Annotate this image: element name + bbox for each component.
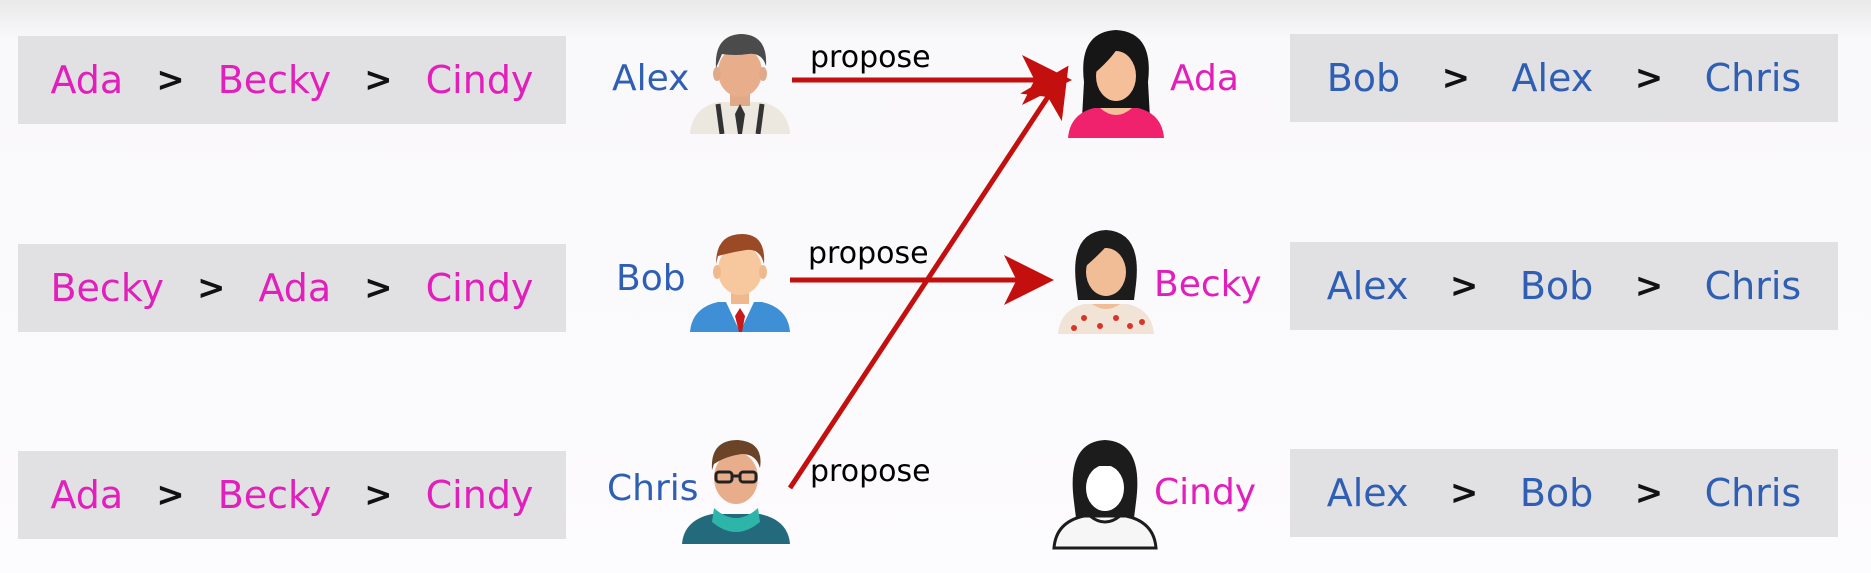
pref-item: Bob	[1519, 471, 1594, 515]
man-tie-icon	[690, 234, 790, 332]
woman-name-cindy: Cindy	[1154, 472, 1257, 513]
pref-item: Chris	[1704, 471, 1802, 515]
pref-item: Cindy	[425, 58, 534, 102]
pref-item: Alex	[1511, 56, 1594, 100]
pref-item: Alex	[1326, 471, 1409, 515]
man-name-alex: Alex	[612, 58, 690, 99]
proposal-label: propose	[810, 454, 931, 489]
man-name-chris: Chris	[607, 468, 699, 509]
man-name-bob: Bob	[616, 258, 686, 299]
pref-item: Chris	[1704, 264, 1802, 308]
pref-separator: >	[1449, 473, 1479, 513]
cindy-preference-list: Alex > Bob > Chris	[1290, 449, 1838, 537]
pref-item: Cindy	[425, 266, 534, 310]
pref-item: Becky	[217, 58, 332, 102]
man-suspenders-icon	[690, 34, 790, 134]
pref-item: Chris	[1704, 56, 1802, 100]
pref-item: Alex	[1326, 264, 1409, 308]
pref-separator: >	[364, 475, 393, 515]
pref-item: Bob	[1519, 264, 1594, 308]
pref-separator: >	[364, 268, 393, 308]
chris-preference-list: Ada > Becky > Cindy	[18, 451, 566, 539]
alex-preference-list: Ada > Becky > Cindy	[18, 36, 566, 124]
woman-name-ada: Ada	[1170, 58, 1239, 99]
pref-item: Becky	[217, 473, 332, 517]
proposal-label: propose	[810, 40, 931, 75]
ada-preference-list: Bob > Alex > Chris	[1290, 34, 1838, 122]
becky-preference-list: Alex > Bob > Chris	[1290, 242, 1838, 330]
pref-item: Cindy	[425, 473, 534, 517]
pref-separator: >	[1634, 473, 1664, 513]
pref-item: Bob	[1326, 56, 1401, 100]
pref-separator: >	[156, 60, 185, 100]
pref-separator: >	[1441, 58, 1471, 98]
bob-preference-list: Becky > Ada > Cindy	[18, 244, 566, 332]
woman-long-hair-icon	[1068, 30, 1164, 138]
pref-separator: >	[1634, 266, 1664, 306]
pref-separator: >	[364, 60, 393, 100]
pref-separator: >	[1449, 266, 1479, 306]
proposal-arrow-chris-ada	[787, 65, 1069, 490]
woman-bob-hair-icon	[1058, 230, 1154, 334]
pref-item: Ada	[50, 473, 124, 517]
proposal-label: propose	[808, 236, 929, 271]
woman-outline-icon	[1052, 440, 1158, 550]
pref-item: Ada	[50, 58, 124, 102]
man-glasses-scarf-icon	[682, 440, 790, 544]
woman-name-becky: Becky	[1154, 264, 1262, 305]
pref-item: Becky	[50, 266, 164, 310]
pref-separator: >	[196, 268, 226, 308]
pref-item: Ada	[258, 266, 332, 310]
pref-separator: >	[156, 475, 185, 515]
pref-separator: >	[1634, 58, 1664, 98]
